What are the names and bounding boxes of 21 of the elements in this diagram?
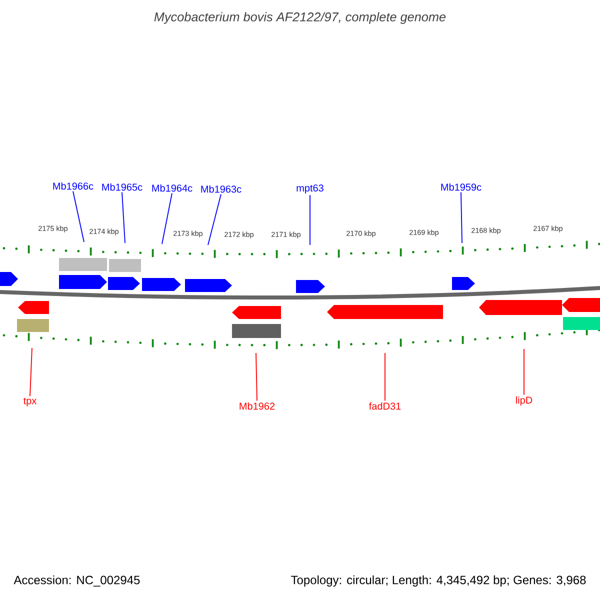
gene-label: lipD (516, 396, 532, 406)
leader-line (256, 352, 258, 402)
footer-text: Accession: NC_002945 (14, 575, 140, 587)
gene-label: Mb1965c (102, 183, 142, 191)
gene-label: tpx (23, 398, 37, 406)
leader-line (72, 190, 84, 242)
gene-label: mpt63 (296, 184, 324, 194)
leader-line (162, 192, 172, 244)
leader-line (122, 192, 126, 244)
leader-line (208, 194, 222, 246)
leader-line (460, 192, 462, 244)
leader-line (30, 348, 32, 397)
gene-label: Mb1963c (201, 185, 242, 193)
gene-label: Mb1966c (53, 182, 94, 190)
gene-label: fadD31 (369, 402, 401, 410)
title: Mycobacterium bovis AF2122/97, complete genome (154, 12, 446, 24)
leader-line (384, 352, 386, 402)
gene-label: Mb1964c (152, 184, 192, 192)
gene-label: Mb1962 (240, 402, 275, 410)
footer-text: Topology: circular; Length: 4,345,492 bp; Genes: 3,968 (291, 575, 586, 587)
gene-label: Mb1959c (441, 183, 482, 191)
